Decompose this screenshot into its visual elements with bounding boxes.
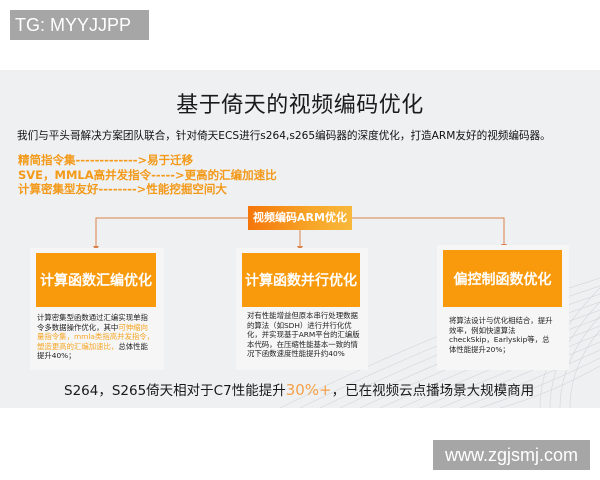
diagram-root-node: 视频编码ARM优化 bbox=[248, 206, 352, 230]
watermark-bottom: www.zgjsmj.com bbox=[433, 440, 590, 470]
branch-title-assembly: 计算函数汇编优化 bbox=[36, 253, 156, 307]
feature-item: SVE，MMLA高并发指令----->更高的汇编加速比 bbox=[18, 167, 277, 182]
feature-item: 精简指令集------------->易于迁移 bbox=[18, 153, 194, 167]
slide-title: 基于倚天的视频编码优化 bbox=[176, 93, 424, 118]
feature-item: 计算密集型友好-------->性能挖掘空间大 bbox=[18, 182, 227, 196]
feature-list: 精简指令集------------->易于迁移 SVE，MMLA高并发指令---… bbox=[18, 153, 277, 197]
branch-title-control: 偏控制函数优化 bbox=[443, 250, 562, 307]
branch-title-parallel: 计算函数并行优化 bbox=[242, 253, 360, 307]
branch-desc-control: 将算法设计与优化相结合，提升效率，例如快速算法checkSkip，Earlysk… bbox=[449, 316, 553, 354]
branch-desc-assembly: 计算密集型函数通过汇编实现单指令多数据操作优化，其中可伸缩向量指令集，mmla类… bbox=[37, 313, 155, 361]
watermark-top: TG: MYYJJPP bbox=[10, 10, 149, 40]
performance-gain: 30%+ bbox=[285, 381, 332, 399]
conclusion-text: S264，S265倚天相对于C7性能提升30%+，已在视频云点播场景大规模商用 bbox=[64, 381, 535, 399]
slide: 基于倚天的视频编码优化 我们与平头哥解决方案团队联合，针对倚天ECS进行s264… bbox=[0, 70, 600, 408]
slide-subtitle: 我们与平头哥解决方案团队联合，针对倚天ECS进行s264,s265编码器的深度优… bbox=[17, 130, 551, 142]
branch-desc-parallel: 对有性能增益但原本串行处理数据的算法（如SDH）进行并行化优化，并实现基于ARM… bbox=[247, 311, 360, 359]
